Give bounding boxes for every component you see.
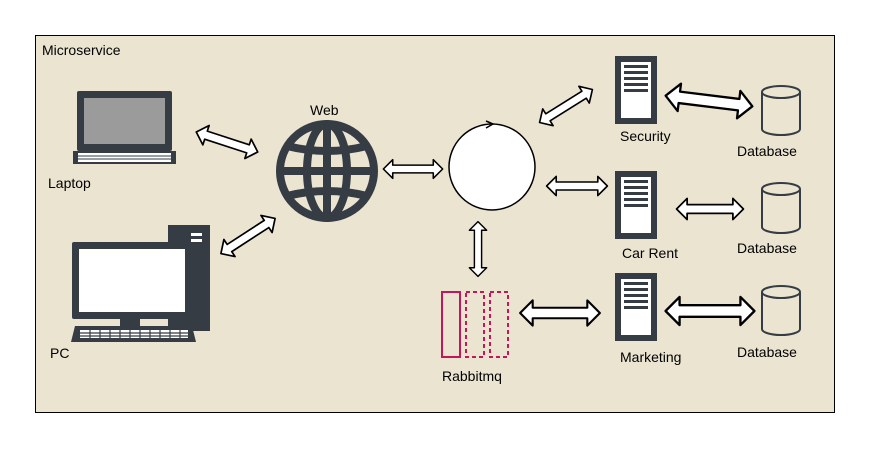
arrow-gateway-rabbitmq [468, 220, 488, 278]
car-rent-database-label: Database [737, 240, 797, 256]
web-globe-icon [276, 120, 378, 222]
diagram-title: Microservice [42, 42, 121, 58]
database-marketing-icon [761, 285, 801, 336]
arrow-marketing-db [664, 295, 756, 327]
car-rent-label: Car Rent [622, 245, 679, 261]
marketing-label: Marketing [620, 349, 682, 365]
arrow-car-rent-db [675, 197, 745, 221]
server-security-icon [615, 56, 657, 124]
marketing-database-label: Database [737, 344, 797, 360]
pc-icon [71, 225, 210, 342]
arrow-gateway-security [533, 80, 599, 132]
server-marketing-icon [615, 273, 657, 341]
security-label: Security [620, 128, 671, 144]
arrow-web-gateway [382, 158, 444, 180]
gateway-circle [448, 120, 536, 211]
database-car-rent-icon [761, 182, 801, 234]
security-database-label: Database [737, 143, 797, 159]
arrow-gateway-car-rent [545, 175, 609, 197]
server-car-rent-icon [615, 171, 657, 239]
database-security-icon [761, 85, 801, 136]
rabbitmq-label: Rabbitmq [442, 368, 502, 384]
arrow-pc-web [214, 209, 282, 263]
laptop-icon [73, 91, 176, 164]
pc-label: PC [50, 345, 70, 361]
arrow-laptop-web [192, 121, 262, 163]
arrow-security-db [662, 80, 756, 122]
rabbitmq-queue-icon [441, 291, 509, 358]
arrow-rabbitmq-marketing [519, 299, 601, 327]
laptop-label: Laptop [48, 175, 91, 191]
web-label: Web [310, 102, 339, 118]
